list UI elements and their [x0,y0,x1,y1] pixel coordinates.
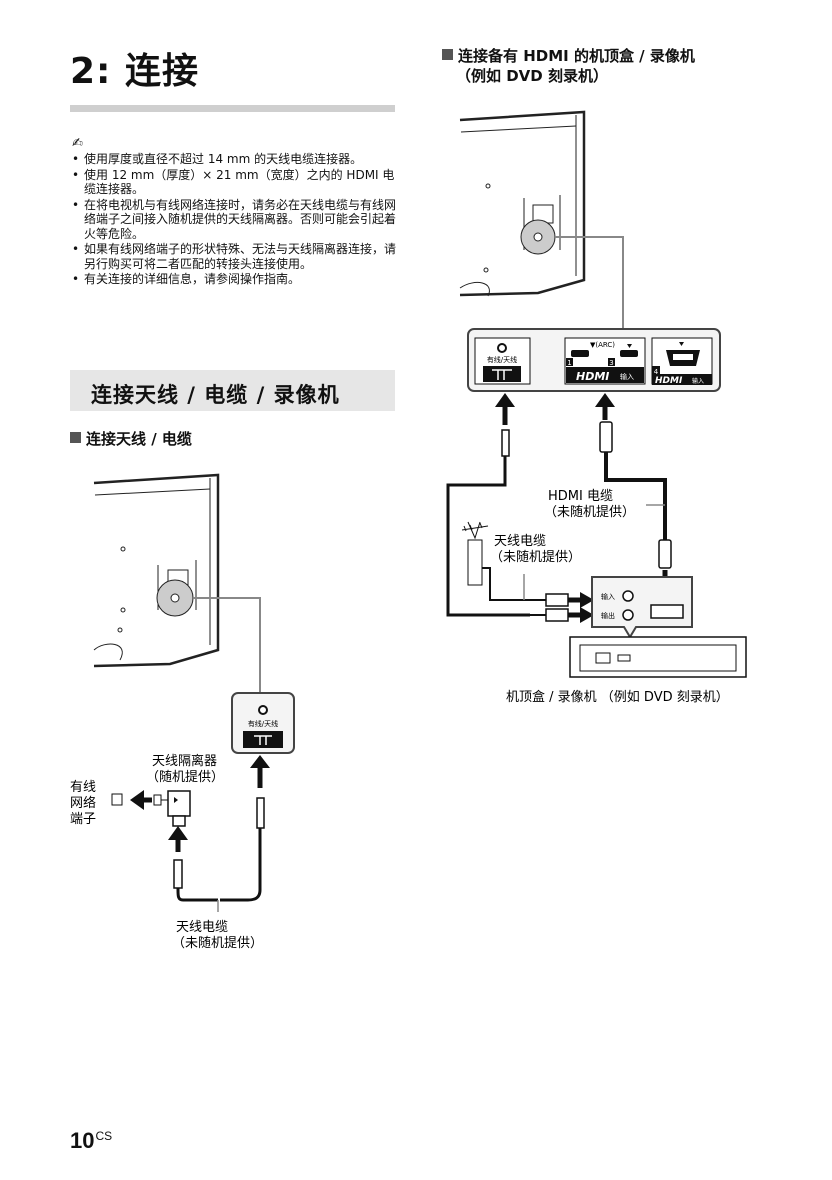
port-label: 有线/天线 [487,355,517,364]
page-number: 10CS [70,1128,113,1153]
cable-plug-icon [545,608,569,622]
subsection-hdmi-heading: 连接备有 HDMI 的机顶盒 / 录像机 （例如 DVD 刻录机） [442,46,695,86]
hdmi-cable-sublabel: （未随机提供） [544,504,635,520]
arrow-up-icon [250,755,270,768]
subsection-antenna-title: 连接天线 / 电缆 [86,430,192,448]
arrow-right-icon [580,607,594,623]
svg-text:输入: 输入 [692,377,704,385]
square-bullet-icon [442,49,453,60]
arrow-up-icon [168,826,188,840]
wall-terminal-label: 端子 [70,812,96,827]
antenna-cable-sublabel: （未随机提供） [490,549,581,565]
square-bullet-icon [70,432,81,443]
section-banner [70,370,395,411]
svg-text:1: 1 [567,359,571,367]
isolator-label: 天线隔离器 [152,753,217,769]
note-item: 如果有线网络端子的形状特殊、无法与天线隔离器连接，请另行购买可将二者匹配的转接头… [70,242,400,271]
note-item: 使用厚度或直径不超过 14 mm 的天线电缆连接器。 [70,152,400,167]
chapter-title: 2: 连接 [70,51,199,92]
section-title: 连接天线 / 电缆 / 录像机 [91,383,340,407]
cable-plug-icon [501,429,510,457]
cable-plug-icon [545,593,569,607]
cable-sublabel: （未随机提供） [172,935,263,951]
svg-text:HDMI: HDMI [655,376,683,386]
svg-text:4: 4 [654,368,659,376]
hdmi-plug-icon [658,539,672,569]
svg-text:输入: 输入 [620,372,634,381]
wall-terminal-icon [111,793,123,806]
hdmi-logo: HDMI [576,370,609,383]
arrow-up-icon [495,393,515,407]
notes-list: 使用厚度或直径不超过 14 mm 的天线电缆连接器。 使用 12 mm（厚度）×… [70,152,400,288]
note-item: 有关连接的详细信息，请参阅操作指南。 [70,272,400,287]
note-item: 使用 12 mm（厚度）× 21 mm（宽度）之内的 HDMI 电缆连接器。 [70,168,400,197]
svg-text:3: 3 [609,359,613,367]
wall-terminal-label: 有线 [70,780,96,795]
page-suffix: CS [95,1129,113,1143]
isolator-sublabel: （随机提供） [146,769,224,785]
tv-rear-panel [459,110,586,297]
antenna-isolator [153,790,191,827]
cable-plug-icon [173,859,183,889]
device-caption: 机顶盒 / 录像机 （例如 DVD 刻录机） [506,689,729,705]
hdmi-connection-diagram: 有线/天线 ▼(ARC) 1 3 HDMI 输入 4 HDMI 输入 HDMI … [446,110,747,705]
subsection-hdmi-title: 连接备有 HDMI 的机顶盒 / 录像机 [458,47,695,65]
wall-terminal-label: 网络 [70,795,96,811]
title-rule [70,105,395,112]
cable-plug-icon [256,797,265,829]
port-label: 有线/天线 [248,719,278,728]
cable-label: 天线电缆 [176,919,228,935]
antenna-cable-label: 天线电缆 [494,533,546,549]
note-item: 在将电视机与有线网络连接时，请务必在天线电缆与有线网络端子之间接入随机提供的天线… [70,198,400,242]
recorder-input-panel: 输入 输出 [591,576,693,639]
arrow-up-icon [595,393,615,407]
svg-text:输出: 输出 [601,611,615,620]
note-pencil-icon: ✍ [72,136,83,151]
subsection-hdmi-subtitle: （例如 DVD 刻录机） [456,67,608,85]
arc-label: ▼(ARC) [590,341,615,349]
hdmi-plug-icon [599,421,613,453]
tv-input-panel: 有线/天线 ▼(ARC) 1 3 HDMI 输入 4 HDMI 输入 [467,328,721,392]
dvd-recorder-device [569,636,747,678]
cable-antenna-port-panel: 有线/天线 [231,692,295,754]
hdmi-cable-label: HDMI 电缆 [548,488,613,504]
outdoor-antenna-icon [461,521,489,586]
arrow-right-icon [580,592,594,608]
antenna-connection-diagram: 有线/天线 天线隔离器 （随机提供） 有线 网络 端子 天线电缆 （未随机提供） [70,473,295,951]
subsection-antenna-heading: 连接天线 / 电缆 [70,428,192,449]
arrow-left-icon [130,790,144,810]
tv-rear-panel [93,473,220,668]
svg-text:输入: 输入 [601,592,615,601]
